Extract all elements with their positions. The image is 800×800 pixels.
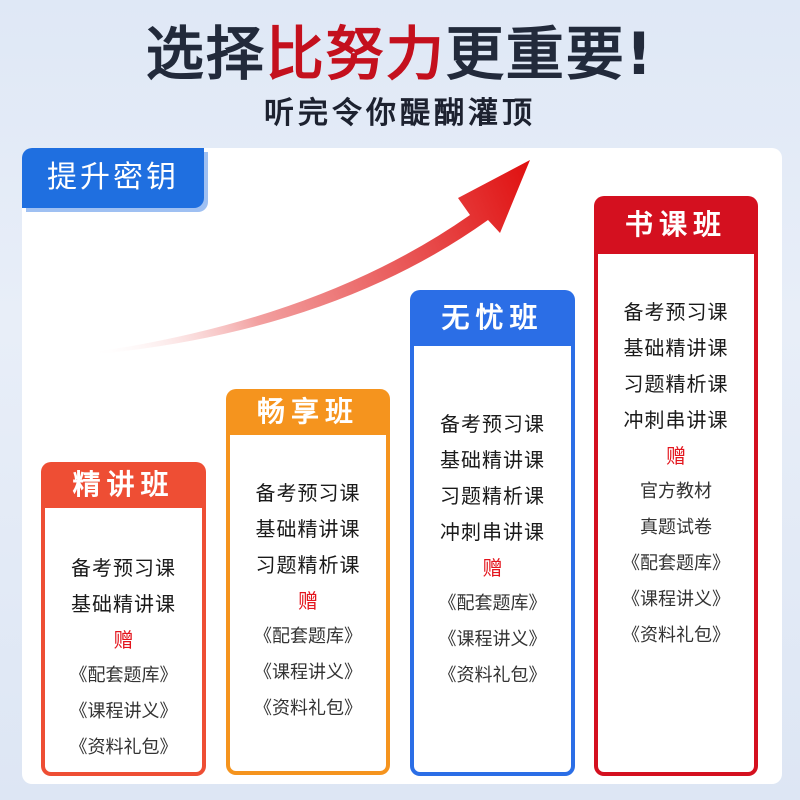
- gift-item: 《课程讲义》: [69, 701, 178, 722]
- card-body: 备考预习课 基础精讲课 习题精析课 冲刺串讲课 赠 官方教材 真题试卷 《配套题…: [598, 254, 754, 772]
- plan-card-wuyou[interactable]: 无忧班 备考预习课 基础精讲课 习题精析课 冲刺串讲课 赠 《配套题库》 《课程…: [410, 290, 575, 776]
- gift-label: 赠: [482, 556, 503, 580]
- gift-item: 《课程讲义》: [622, 589, 730, 610]
- card-title: 书课班: [624, 208, 727, 241]
- plan-card-jingjiang[interactable]: 精讲班 备考预习课 基础精讲课 赠 《配套题库》 《课程讲义》 《资料礼包》: [41, 462, 206, 776]
- course-item: 备考预习课: [255, 481, 361, 505]
- course-item: 习题精析课: [440, 484, 545, 508]
- course-item: 备考预习课: [71, 556, 176, 580]
- course-item: 备考预习课: [623, 300, 729, 324]
- gift-item: 《资料礼包》: [69, 737, 178, 758]
- gift-item: 《资料礼包》: [438, 665, 547, 686]
- card-body: 备考预习课 基础精讲课 习题精析课 赠 《配套题库》 《课程讲义》 《资料礼包》: [230, 435, 386, 771]
- gift-item: 官方教材: [640, 481, 712, 502]
- gift-item: 《配套题库》: [438, 593, 547, 614]
- card-body: 备考预习课 基础精讲课 习题精析课 冲刺串讲课 赠 《配套题库》 《课程讲义》 …: [414, 346, 571, 772]
- course-item: 基础精讲课: [440, 448, 545, 472]
- card-title: 精讲班: [72, 468, 175, 501]
- gift-item: 《资料礼包》: [622, 625, 730, 646]
- gift-item: 《资料礼包》: [254, 698, 362, 719]
- card-title: 无忧班: [441, 301, 544, 334]
- gift-label: 赠: [666, 444, 686, 468]
- plan-card-shuke[interactable]: 书课班 备考预习课 基础精讲课 习题精析课 冲刺串讲课 赠 官方教材 真题试卷 …: [594, 196, 758, 776]
- headline-part-c: 更重要!: [445, 20, 655, 88]
- gift-item: 《课程讲义》: [438, 629, 547, 650]
- headline-part-a: 选择: [145, 20, 266, 88]
- course-item: 基础精讲课: [71, 592, 176, 616]
- course-item: 习题精析课: [623, 372, 729, 396]
- course-item: 基础精讲课: [623, 336, 729, 360]
- gift-label: 赠: [113, 628, 134, 652]
- plan-card-changxiang[interactable]: 畅享班 备考预习课 基础精讲课 习题精析课 赠 《配套题库》 《课程讲义》 《资…: [226, 389, 390, 775]
- gift-item: 《配套题库》: [622, 553, 730, 574]
- gift-item: 真题试卷: [640, 517, 712, 538]
- headline-part-b: 比努力: [265, 20, 446, 88]
- card-body: 备考预习课 基础精讲课 赠 《配套题库》 《课程讲义》 《资料礼包》: [45, 508, 202, 772]
- subheadline: 听完令你醍醐灌顶: [264, 96, 536, 131]
- gift-label: 赠: [298, 589, 318, 613]
- card-title: 畅享班: [256, 395, 359, 428]
- gift-item: 《课程讲义》: [254, 662, 362, 683]
- key-badge: 提升密钥: [22, 148, 204, 208]
- course-item: 冲刺串讲课: [440, 520, 545, 544]
- gift-item: 《配套题库》: [254, 626, 362, 647]
- course-item: 基础精讲课: [255, 517, 361, 541]
- course-item: 习题精析课: [255, 553, 361, 577]
- course-item: 备考预习课: [440, 412, 545, 436]
- course-item: 冲刺串讲课: [623, 408, 729, 432]
- headline: 选择比努力更重要!: [0, 16, 800, 92]
- gift-item: 《配套题库》: [69, 665, 178, 686]
